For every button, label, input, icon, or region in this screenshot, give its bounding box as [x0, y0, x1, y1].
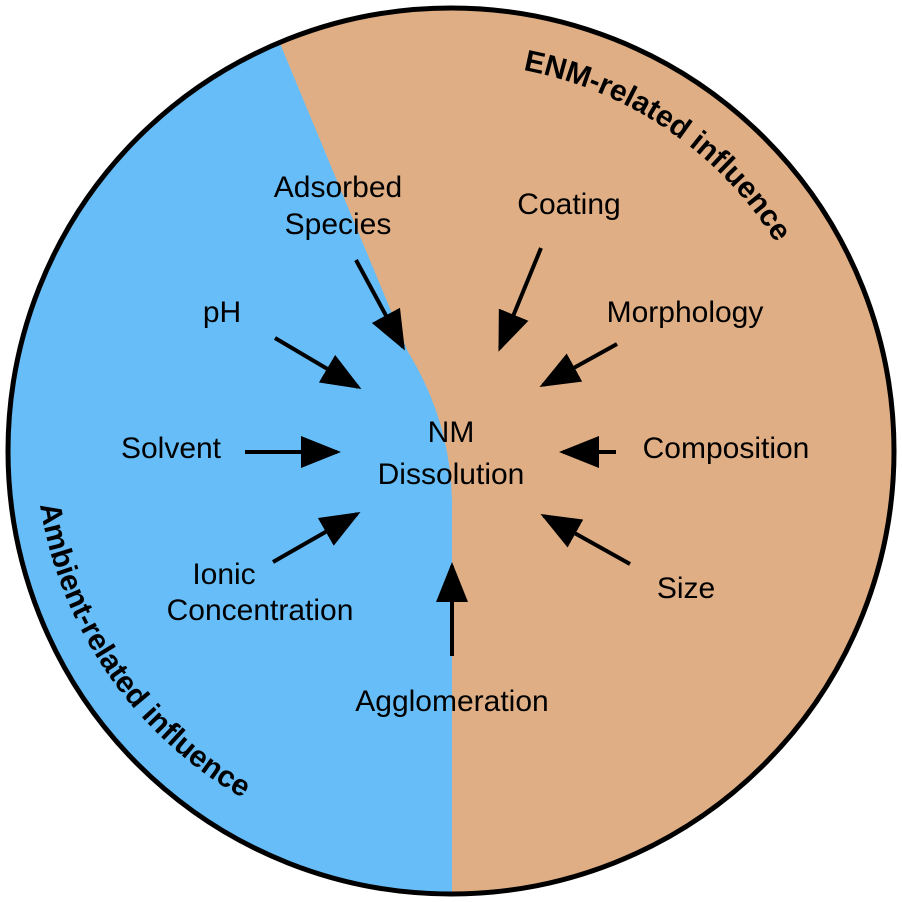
- factor-composition: Composition: [643, 432, 810, 465]
- arrows: [245, 247, 631, 656]
- factor-morphology: Morphology: [607, 296, 764, 329]
- center-label-line2: Dissolution: [378, 458, 525, 491]
- center-label-line1: NM: [428, 416, 475, 449]
- factor-coating: Coating: [517, 188, 620, 221]
- ambient-region: [8, 8, 452, 894]
- factor-ionic-concentration-line2: Concentration: [167, 594, 354, 627]
- outer-circle: [5, 5, 897, 897]
- factor-adsorbed-species-line2: Species: [285, 208, 392, 241]
- factor-agglomeration: Agglomeration: [355, 685, 548, 718]
- arrow-ph: [273, 336, 362, 390]
- factor-ionic-concentration-line1: Ionic: [192, 558, 255, 591]
- factor-adsorbed-species-line1: Adsorbed: [274, 171, 402, 204]
- factor-ph: pH: [203, 296, 241, 329]
- factor-solvent: Solvent: [121, 432, 222, 465]
- arrow-size: [540, 514, 631, 566]
- factor-size: Size: [657, 572, 715, 605]
- arrow-coating: [498, 247, 543, 352]
- arrow-ionic-concentration: [272, 512, 361, 564]
- arrow-morphology: [539, 342, 618, 387]
- arrow-adsorbed-species: [354, 259, 405, 351]
